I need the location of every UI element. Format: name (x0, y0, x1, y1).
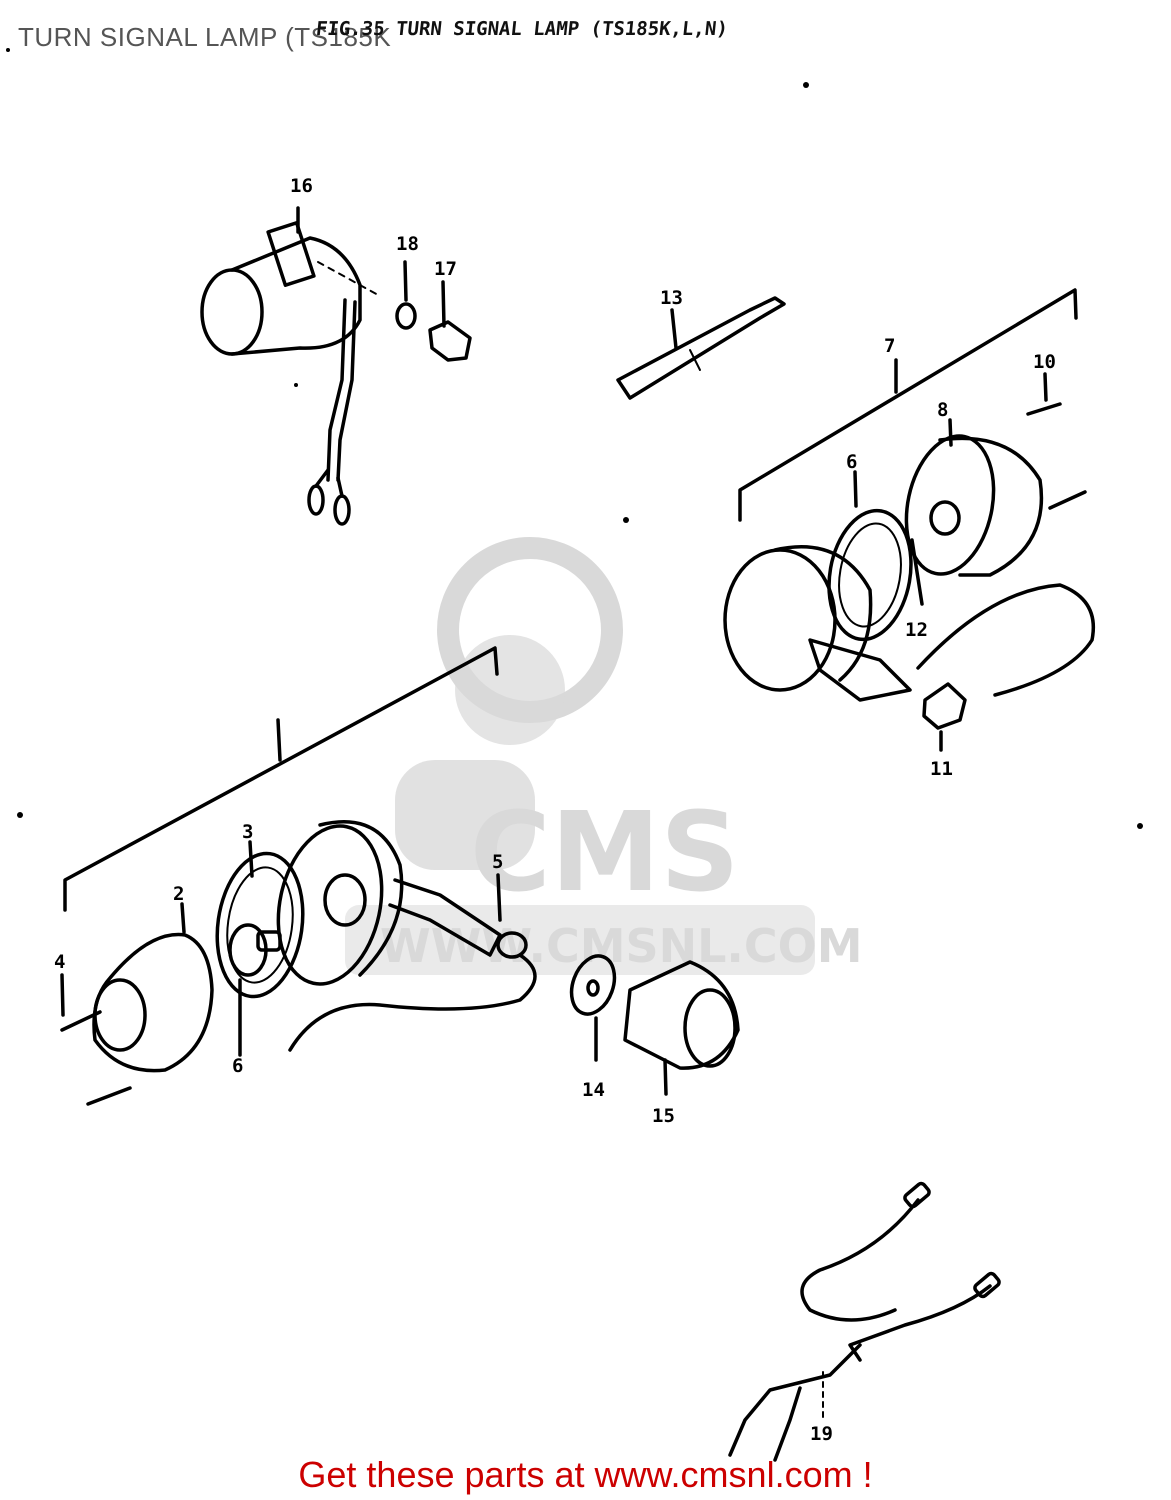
part-12-gasket-right (827, 470, 913, 642)
svg-text:14: 14 (582, 1079, 605, 1101)
svg-text:12: 12 (905, 619, 928, 641)
part-housing-left (276, 820, 528, 986)
part-right-wire (916, 583, 1095, 697)
svg-text:10: 10 (1033, 351, 1056, 373)
scan-specks (6, 48, 1143, 829)
svg-text:6: 6 (846, 451, 857, 473)
page-title: TURN SIGNAL LAMP (TS185K (18, 22, 392, 52)
assembly-bracket-7 (738, 288, 1078, 522)
cms-watermark: CMS WWW.CMSNL.COM (345, 537, 863, 975)
svg-text:6: 6 (232, 1055, 243, 1077)
part-17-bolt (428, 280, 472, 362)
svg-text:7: 7 (884, 335, 895, 357)
part-10-screw (1026, 372, 1087, 510)
svg-text:8: 8 (937, 399, 948, 421)
svg-text:5: 5 (492, 851, 503, 873)
part-4-screw (60, 973, 132, 1106)
svg-text:18: 18 (396, 233, 419, 255)
svg-text:16: 16 (290, 175, 313, 197)
part-14-washer (569, 954, 617, 1062)
part-lens-right (723, 538, 924, 702)
svg-text:15: 15 (652, 1105, 675, 1127)
watermark-url: WWW.CMSNL.COM (380, 919, 863, 973)
part-15-rubber-cover (623, 960, 740, 1096)
svg-text:11: 11 (930, 758, 953, 780)
part-11-nut (922, 682, 967, 752)
svg-text:4: 4 (54, 951, 65, 973)
watermark-brand: CMS (470, 788, 739, 916)
part-18-washer (395, 260, 417, 330)
part-6-bulb (228, 923, 282, 1057)
part-19-wire-harness (728, 1181, 1001, 1462)
svg-text:19: 19 (810, 1423, 833, 1445)
part-3-gasket-left (215, 840, 305, 999)
part-left-wire (288, 953, 537, 1052)
part-16-flasher-relay (200, 206, 381, 526)
svg-text:3: 3 (242, 821, 253, 843)
figure-title: FIG.35 TURN SIGNAL LAMP (TS185K,L,N) (314, 18, 729, 40)
part-13-stay (616, 296, 786, 400)
svg-text:17: 17 (434, 258, 457, 280)
svg-text:13: 13 (660, 287, 683, 309)
svg-text:2: 2 (173, 883, 184, 905)
part-2-lens-left (92, 902, 214, 1073)
assembly-bracket-left (63, 646, 499, 912)
footer-link[interactable]: Get these parts at www.cmsnl.com ! (298, 1454, 873, 1495)
part-8-housing-right (904, 418, 1044, 577)
